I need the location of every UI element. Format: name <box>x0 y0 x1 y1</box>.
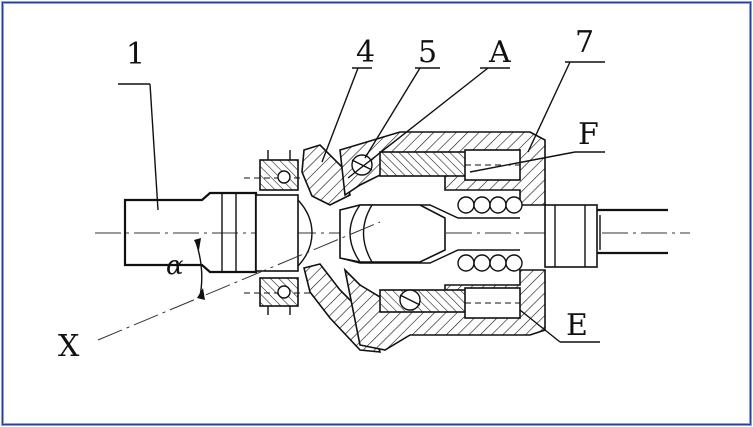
angle-alpha <box>194 238 205 300</box>
inclined-axis-x <box>97 221 381 341</box>
ball-row-upper <box>457 196 523 214</box>
label-angle-alpha: α <box>166 251 184 281</box>
ball-row-lower <box>457 254 523 272</box>
label-part-7: 7 <box>575 25 594 60</box>
upper-clamp <box>244 150 310 191</box>
label-part-a: A <box>488 35 511 70</box>
shaft-collar <box>255 194 313 272</box>
lower-clamp <box>244 277 310 315</box>
label-part-f: F <box>578 117 599 152</box>
label-part-e: E <box>566 308 588 343</box>
shaft-1 <box>123 191 258 274</box>
label-part-5: 5 <box>418 35 437 70</box>
label-part-4: 4 <box>356 35 375 70</box>
inner-cage <box>339 204 446 263</box>
output-shaft <box>544 204 668 268</box>
label-part-1: 1 <box>126 37 145 72</box>
label-axis-x: X <box>58 329 80 364</box>
leader-lines <box>118 61 605 343</box>
part-7-ring <box>464 149 521 319</box>
